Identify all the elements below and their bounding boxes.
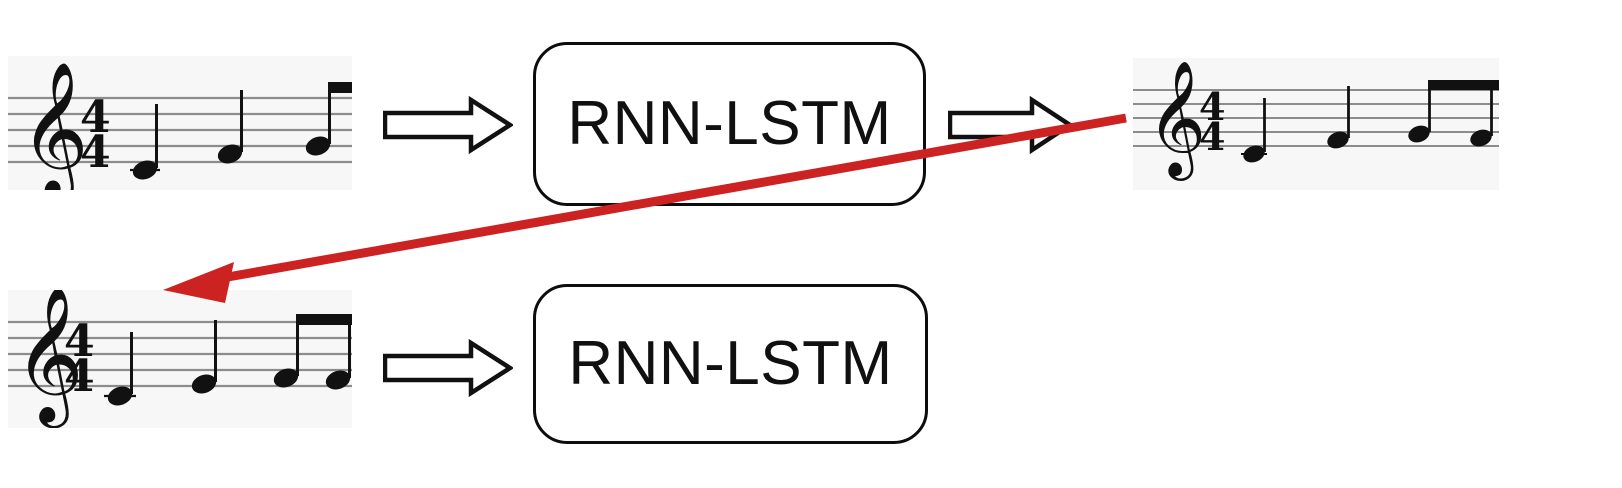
block-arrow-icon	[382, 95, 515, 155]
music-staff-top: 𝄞 4 4	[8, 61, 352, 190]
input-score-bottom: 𝄞 4 4	[8, 290, 352, 428]
block-arrow-icon	[382, 338, 515, 398]
treble-clef-icon: 𝄞	[14, 290, 84, 428]
music-staff-right: 𝄞 4 4	[1133, 59, 1499, 181]
block-arrow-top-output	[947, 95, 1075, 155]
note-1	[130, 104, 160, 180]
note-3	[273, 316, 299, 388]
note-3	[305, 82, 352, 156]
note-1	[104, 332, 136, 406]
time-signature-denominator: 4	[64, 351, 95, 402]
note-3	[1408, 80, 1499, 143]
treble-clef-icon: 𝄞	[20, 61, 89, 190]
model-box-bottom-label: RNN-LSTM	[568, 329, 893, 398]
note-1	[1241, 98, 1267, 163]
model-box-top-label: RNN-LSTM	[567, 89, 892, 158]
time-signature-numerator: 4	[1199, 84, 1225, 129]
output-score-right: 𝄞 4 4	[1133, 58, 1499, 190]
note-2	[217, 90, 243, 164]
music-staff-bottom: 𝄞 4 4	[8, 290, 352, 428]
block-arrow-bottom-input	[382, 338, 515, 398]
treble-clef-icon: 𝄞	[1147, 59, 1206, 181]
time-signature-denominator: 4	[1199, 114, 1225, 159]
time-signature-numerator: 4	[64, 316, 95, 367]
model-box-top[interactable]: RNN-LSTM	[533, 42, 926, 206]
note-2	[1327, 86, 1350, 149]
time-signature-numerator: 4	[80, 92, 111, 143]
block-arrow-icon	[947, 95, 1075, 155]
input-score-top: 𝄞 4 4	[8, 56, 352, 190]
note-2	[191, 320, 217, 394]
time-signature-denominator: 4	[80, 127, 111, 178]
note-4	[296, 314, 352, 390]
model-box-bottom[interactable]: RNN-LSTM	[533, 284, 928, 444]
note-4	[1470, 82, 1493, 147]
block-arrow-top-input	[382, 95, 515, 155]
